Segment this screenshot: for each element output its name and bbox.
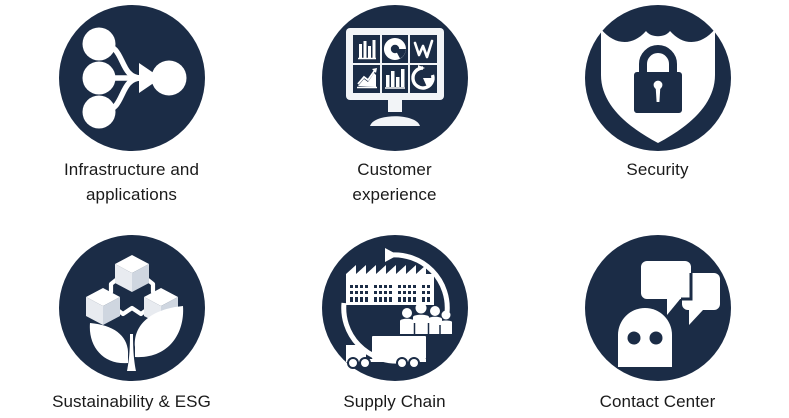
capability-card-supply-chain[interactable]: Supply Chain	[263, 209, 526, 418]
chatbot-speech-bubbles-icon	[584, 235, 731, 381]
blockchain-leaves-icon	[58, 235, 205, 381]
network-nodes-icon	[58, 5, 205, 151]
factory-truck-people-icon	[321, 235, 468, 381]
capability-label: Customer experience	[352, 160, 437, 204]
capability-label: Supply Chain	[343, 392, 446, 411]
capability-label: Security	[626, 160, 689, 179]
capability-label: Sustainability & ESG	[52, 392, 211, 411]
capability-card-customer-experience[interactable]: Customer experience	[263, 0, 526, 209]
capability-card-sustainability-and-esg[interactable]: Sustainability & ESG	[0, 209, 263, 418]
capability-label: Contact Center	[599, 392, 716, 411]
shield-lock-icon	[584, 5, 731, 151]
capability-card-contact-center[interactable]: Contact Center	[526, 209, 789, 418]
capability-card-security[interactable]: Security	[526, 0, 789, 209]
capability-label: Infrastructure and applications	[63, 160, 200, 204]
capability-card-infrastructure-and-applications[interactable]: Infrastructure and applications	[0, 0, 263, 209]
dashboard-monitor-icon	[321, 5, 468, 151]
